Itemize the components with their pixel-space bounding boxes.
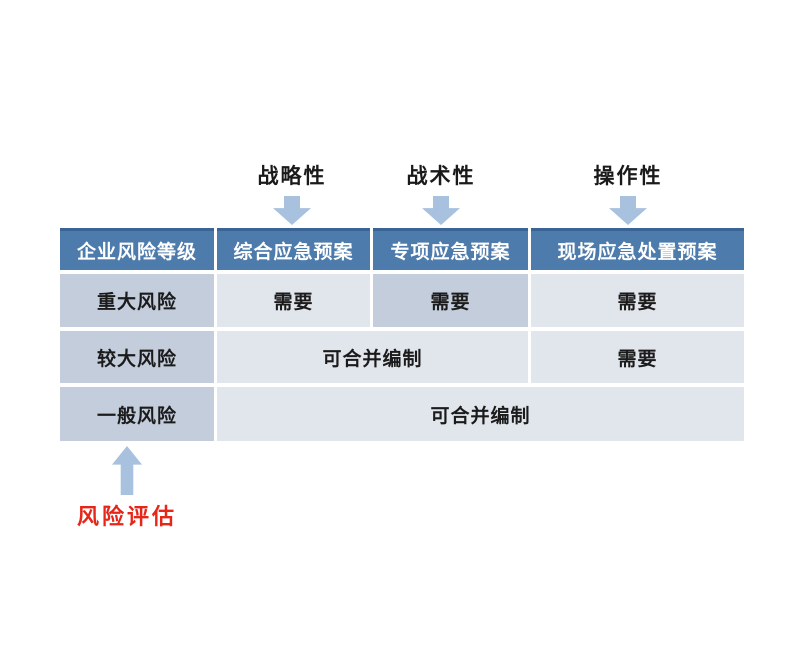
row-label-major-risk: 重大风险: [60, 274, 214, 327]
arrow-down-icon: [422, 196, 460, 225]
row-label-larger-risk: 较大风险: [60, 331, 214, 383]
cell-general-merged: 可合并编制: [217, 387, 744, 441]
annotation-operational: 操作性: [594, 160, 663, 225]
annotation-tactical: 战术性: [407, 160, 476, 225]
annotation-strategic: 战略性: [258, 160, 327, 225]
annotation-risk-assessment-label: 风险评估: [76, 504, 178, 530]
arrow-up-icon: [111, 446, 142, 495]
annotation-risk-assessment: 风险评估: [77, 446, 177, 531]
cell-larger-onsite: 需要: [531, 331, 744, 383]
row-label-general-risk: 一般风险: [60, 387, 214, 441]
header-onsite-plan: 现场应急处置预案: [531, 228, 744, 270]
annotation-strategic-label: 战略性: [257, 163, 327, 188]
cell-major-onsite: 需要: [531, 274, 744, 327]
header-comprehensive-plan: 综合应急预案: [217, 228, 370, 270]
header-risk-level: 企业风险等级: [60, 228, 214, 270]
annotation-tactical-label: 战术性: [406, 163, 476, 188]
risk-plan-matrix: 企业风险等级 综合应急预案 专项应急预案 现场应急处置预案 重大风险 需要 需要…: [60, 228, 744, 441]
header-special-plan: 专项应急预案: [373, 228, 528, 270]
annotation-operational-label: 操作性: [593, 163, 663, 188]
cell-major-comprehensive: 需要: [217, 274, 370, 327]
cell-larger-merged: 可合并编制: [217, 331, 528, 383]
arrow-down-icon: [273, 196, 311, 225]
cell-major-special: 需要: [373, 274, 528, 327]
arrow-down-icon: [609, 196, 647, 225]
